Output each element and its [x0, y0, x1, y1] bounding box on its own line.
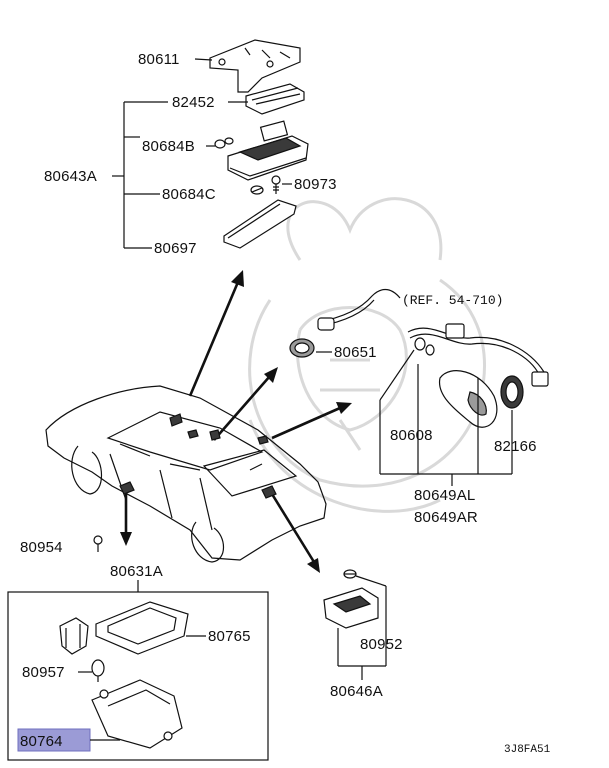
label-82452[interactable]: 82452	[172, 94, 215, 111]
part-80684c-bulb[interactable]	[250, 185, 264, 195]
part-80651-lamp[interactable]	[289, 338, 315, 358]
part-80952-bulb[interactable]	[343, 569, 357, 579]
watermark-emblem	[248, 197, 486, 513]
callout-80646a-bracket	[337, 575, 387, 680]
wire-harness	[317, 288, 401, 331]
part-80646a-housing[interactable]	[323, 587, 379, 629]
part-80957-bulb[interactable]	[91, 659, 105, 682]
label-80764[interactable]: 80764	[20, 733, 63, 750]
label-82166[interactable]: 82166	[494, 438, 537, 455]
reference-note: (REF. 54-710)	[402, 293, 503, 308]
part-80973-screw[interactable]	[271, 175, 281, 194]
part-80697-cover[interactable]	[223, 199, 297, 249]
callout-80643a-bracket	[112, 101, 168, 249]
label-80643a[interactable]: 80643A	[44, 168, 97, 185]
label-80684c[interactable]: 80684C	[162, 186, 216, 203]
callout-80649-bracket	[379, 349, 513, 486]
diagram-code: 3J8FA51	[504, 744, 551, 756]
label-80954[interactable]: 80954	[20, 539, 63, 556]
label-80697[interactable]: 80697	[154, 240, 197, 257]
label-80952[interactable]: 80952	[360, 636, 403, 653]
part-80684b-bulb[interactable]	[214, 137, 234, 149]
label-80649ar[interactable]: 80649AR	[414, 509, 478, 526]
part-80765-lens[interactable]	[95, 601, 189, 655]
part-80764-housing[interactable]	[91, 679, 183, 749]
label-80765[interactable]: 80765	[208, 628, 251, 645]
part-socket[interactable]	[59, 617, 89, 655]
label-80611[interactable]: 80611	[138, 51, 180, 68]
label-80608[interactable]: 80608	[390, 427, 433, 444]
part-82166-lens-assembly[interactable]	[439, 370, 524, 428]
part-80611-bracket[interactable]	[209, 39, 301, 93]
label-80631a[interactable]: 80631A	[110, 563, 163, 580]
wire-harness-right	[407, 323, 549, 387]
part-80954-screw[interactable]	[93, 535, 103, 552]
label-80649al[interactable]: 80649AL	[414, 487, 475, 504]
label-80973[interactable]: 80973	[294, 176, 337, 193]
part-82452-lens[interactable]	[245, 83, 305, 115]
label-80684b[interactable]: 80684B	[142, 138, 195, 155]
label-80957[interactable]: 80957	[22, 664, 65, 681]
car-outline	[45, 385, 327, 563]
label-80651[interactable]: 80651	[334, 344, 377, 361]
part-80608-socket[interactable]	[414, 337, 435, 356]
label-80646a[interactable]: 80646A	[330, 683, 383, 700]
part-high-mount-lamp[interactable]	[227, 120, 309, 181]
